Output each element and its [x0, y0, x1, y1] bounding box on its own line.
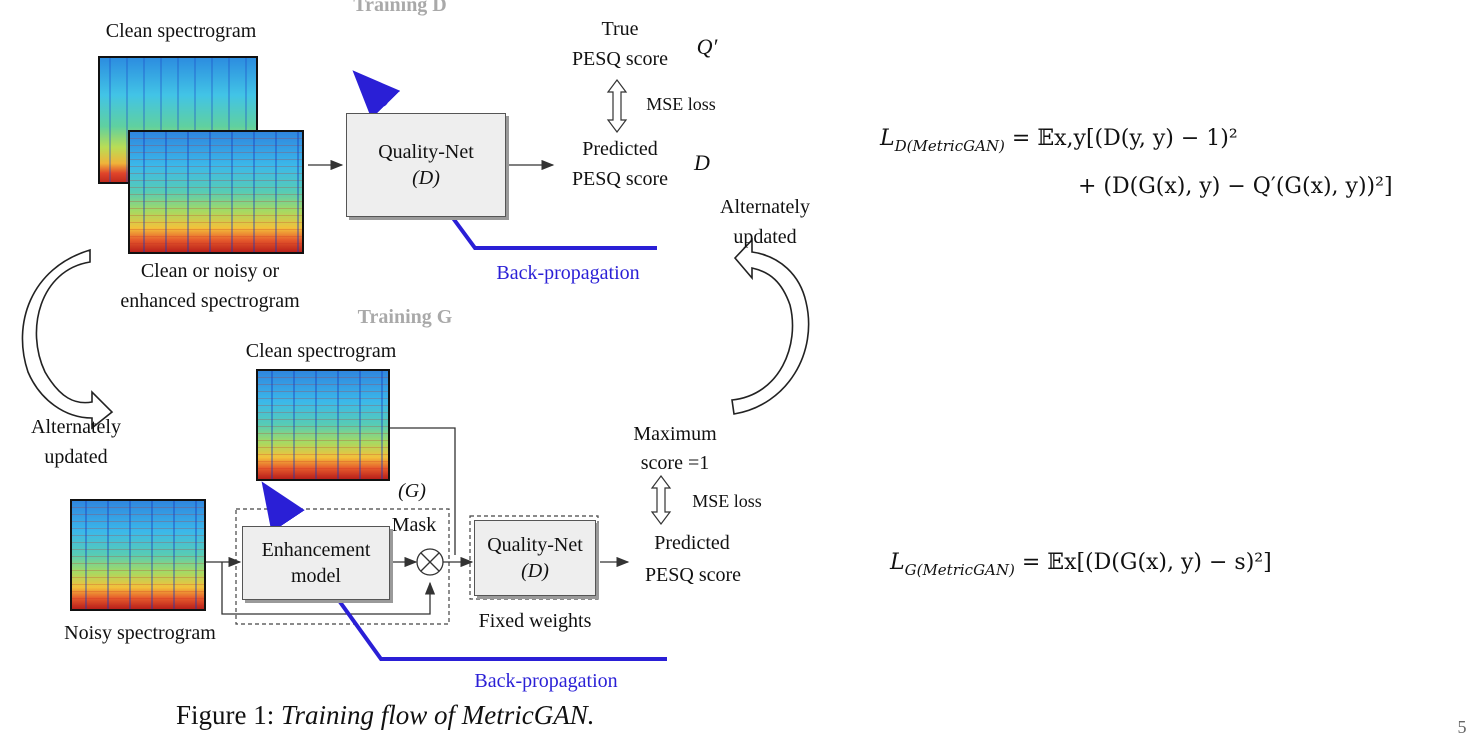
curved-arrow-left	[21, 248, 114, 430]
arrow-clean-to-qnet	[390, 427, 456, 555]
quality-net-box-top: Quality-Net (D)	[346, 113, 506, 217]
backprop-arrow-bottom	[261, 481, 305, 533]
input-spectrogram-label-line1: Clean or noisy or	[140, 260, 280, 282]
noisy-spectrogram-image	[70, 499, 206, 611]
enhancement-label: Enhancement	[261, 539, 371, 561]
input-spectrogram-label-line2: enhanced spectrogram	[120, 290, 300, 312]
backprop-label-bottom: Back-propagation	[474, 670, 618, 692]
d-symbol: D	[694, 150, 710, 175]
figure-caption: Figure 1: Training flow of MetricGAN.	[176, 700, 595, 731]
ld-subscript: D(MetricGAN)	[894, 137, 1005, 155]
mse-loss-label-top: MSE loss	[646, 94, 716, 114]
alternately-updated-left-1: Alternately	[31, 416, 121, 438]
mse-double-arrow-bottom	[650, 475, 672, 525]
quality-net-label-bottom: Quality-Net	[487, 534, 583, 556]
max-score-label: score =1	[640, 452, 710, 474]
alternately-updated-right-2: updated	[733, 226, 797, 248]
predicted-pesq-label-top: PESQ score	[571, 168, 669, 190]
ld-line2: + (D(G(x), y) − Q′(G(x), y))²]	[1078, 174, 1393, 199]
arrow-noisy-bypass	[221, 562, 436, 615]
input-spectrogram-image	[128, 130, 304, 254]
figure-caption-text: Training flow of MetricGAN.	[281, 700, 595, 730]
clean-spectrogram-label-bottom: Clean spectrogram	[245, 340, 397, 362]
lg-lhs: L	[890, 550, 905, 575]
q-prime-symbol: Q′	[696, 34, 718, 59]
training-g-title: Training G	[357, 306, 453, 328]
noisy-spectrogram-label: Noisy spectrogram	[64, 622, 216, 644]
predicted-label-bottom: Predicted	[654, 532, 730, 554]
predicted-pesq-label-bottom: PESQ score	[644, 564, 742, 586]
true-pesq-label: PESQ score	[571, 48, 669, 70]
g-symbol: (G)	[398, 480, 426, 502]
true-label: True	[601, 18, 639, 40]
alternately-updated-left-2: updated	[44, 446, 108, 468]
lg-rhs: = 𝔼x[(D(G(x), y) − s)²]	[1021, 550, 1272, 575]
backprop-arrow-top	[352, 70, 401, 119]
quality-net-d-label-top: (D)	[412, 167, 440, 189]
quality-net-box-bottom: Quality-Net (D)	[474, 520, 596, 596]
backprop-label-top: Back-propagation	[496, 262, 640, 284]
ld-lhs: L	[880, 126, 895, 151]
fixed-weights-label: Fixed weights	[478, 610, 592, 632]
backprop-line-bottom	[338, 600, 667, 661]
ld-line1: = 𝔼x,y[(D(y, y) − 1)²	[1011, 126, 1238, 151]
page-number: 5	[1457, 717, 1467, 737]
curved-arrow-right	[731, 237, 810, 415]
model-label: model	[291, 565, 341, 587]
mse-loss-label-bottom: MSE loss	[692, 491, 762, 511]
alternately-updated-right-1: Alternately	[720, 196, 810, 218]
clean-spectrogram-image-bottom	[256, 369, 390, 481]
lg-subscript: G(MetricGAN)	[904, 561, 1015, 579]
mse-double-arrow-top	[606, 79, 628, 133]
figure-caption-prefix: Figure 1:	[176, 700, 281, 730]
mask-label: Mask	[391, 514, 437, 536]
discriminator-loss-equation-line2: + (D(G(x), y) − Q′(G(x), y))²]	[1078, 174, 1393, 199]
quality-net-label-top: Quality-Net	[378, 141, 474, 163]
generator-loss-equation: LG(MetricGAN) = 𝔼x[(D(G(x), y) − s)²]	[890, 550, 1272, 579]
discriminator-loss-equation: LD(MetricGAN) = 𝔼x,y[(D(y, y) − 1)²	[880, 126, 1238, 155]
clean-spectrogram-label-top: Clean spectrogram	[105, 20, 257, 42]
training-d-title: Training D	[353, 0, 447, 16]
enhancement-model-box: Enhancement model	[242, 526, 390, 600]
backprop-line-top	[445, 208, 657, 250]
predicted-label-top: Predicted	[582, 138, 658, 160]
maximum-label: Maximum	[633, 423, 717, 445]
quality-net-d-label-bottom: (D)	[521, 560, 549, 582]
